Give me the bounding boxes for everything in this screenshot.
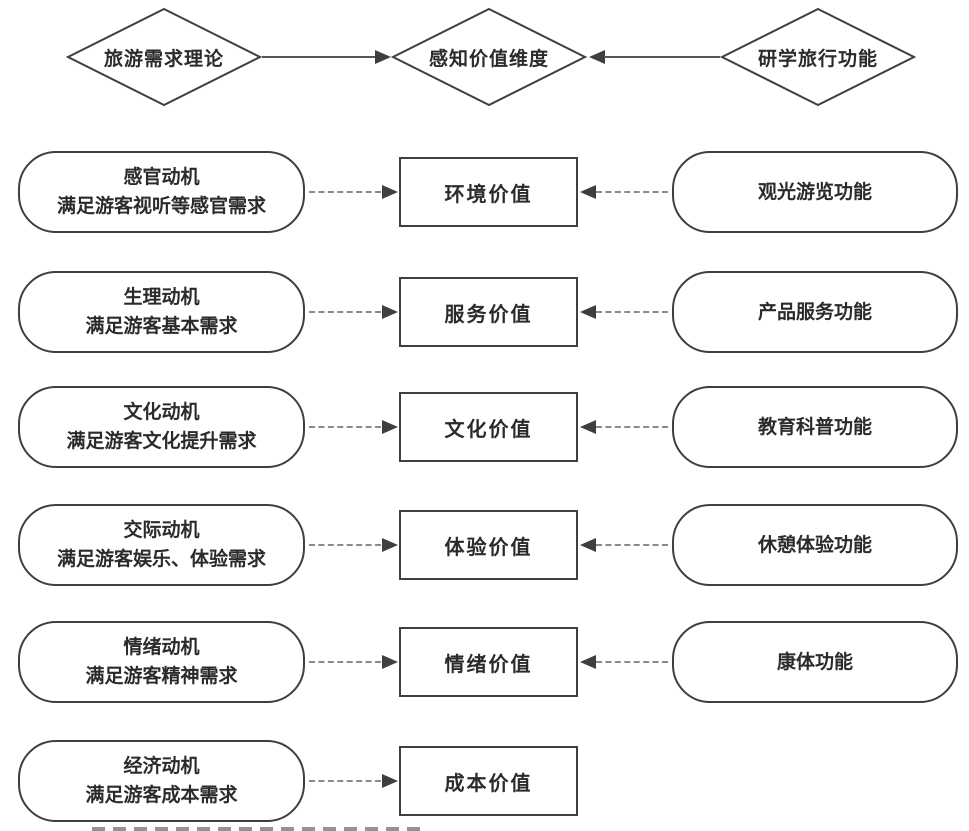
motivation-desc: 满足游客基本需求 bbox=[85, 316, 238, 337]
motivation-title: 生理动机 bbox=[123, 287, 200, 308]
dashed-connector-right-row4 bbox=[596, 544, 668, 546]
connector-right-diamond-line bbox=[604, 56, 720, 58]
motivation-box-social: 交际动机 满足游客娱乐、体验需求 bbox=[18, 504, 305, 586]
arrowhead-left-icon bbox=[580, 185, 596, 199]
arrowhead-right-icon bbox=[382, 655, 398, 669]
function-label: 观光游览功能 bbox=[757, 181, 872, 203]
function-box-education: 教育科普功能 bbox=[672, 386, 958, 468]
function-label: 康体功能 bbox=[776, 651, 853, 673]
dashed-connector-left-row6 bbox=[309, 780, 381, 782]
function-label: 产品服务功能 bbox=[757, 301, 872, 323]
function-box-wellness: 康体功能 bbox=[672, 621, 958, 703]
motivation-box-economic: 经济动机 满足游客成本需求 bbox=[18, 740, 305, 822]
motivation-desc: 满足游客视听等感官需求 bbox=[56, 196, 266, 217]
arrowhead-left-icon bbox=[580, 655, 596, 669]
diamond-shape-icon bbox=[720, 7, 916, 107]
arrowhead-right-icon bbox=[382, 538, 398, 552]
diamond-label: 感知价值维度 bbox=[428, 48, 549, 70]
dashed-connector-left-row5 bbox=[309, 661, 381, 663]
arrowhead-left-icon bbox=[580, 420, 596, 434]
motivation-desc: 满足游客成本需求 bbox=[85, 785, 238, 806]
cutoff-text-artifact bbox=[92, 827, 422, 831]
motivation-desc: 满足游客娱乐、体验需求 bbox=[56, 549, 266, 570]
motivation-box-emotional: 情绪动机 满足游客精神需求 bbox=[18, 621, 305, 703]
motivation-title: 情绪动机 bbox=[123, 637, 200, 658]
value-box-service: 服务价值 bbox=[399, 277, 578, 347]
motivation-box-sensory: 感官动机 满足游客视听等感官需求 bbox=[18, 151, 305, 233]
function-box-sightseeing: 观光游览功能 bbox=[672, 151, 958, 233]
diamond-label: 旅游需求理论 bbox=[103, 48, 224, 70]
arrowhead-right-icon bbox=[375, 50, 391, 64]
dashed-connector-right-row3 bbox=[596, 426, 668, 428]
arrowhead-right-icon bbox=[382, 185, 398, 199]
arrowhead-right-icon bbox=[382, 420, 398, 434]
diamond-perceived-value-dimensions: 感知价值维度 bbox=[391, 7, 587, 107]
diamond-shape-icon bbox=[66, 7, 262, 107]
diamond-shape-icon bbox=[391, 7, 587, 107]
dashed-connector-left-row2 bbox=[309, 311, 381, 313]
motivation-title: 交际动机 bbox=[123, 520, 200, 541]
arrowhead-right-icon bbox=[382, 305, 398, 319]
arrowhead-left-icon bbox=[580, 305, 596, 319]
function-box-rest-experience: 休憩体验功能 bbox=[672, 504, 958, 586]
arrowhead-left-icon bbox=[589, 50, 605, 64]
value-box-emotion: 情绪价值 bbox=[399, 627, 578, 697]
value-box-cost: 成本价值 bbox=[399, 746, 578, 816]
connector-left-diamond-line bbox=[262, 56, 375, 58]
dashed-connector-right-row2 bbox=[596, 311, 668, 313]
dashed-connector-right-row1 bbox=[596, 191, 668, 193]
motivation-desc: 满足游客文化提升需求 bbox=[66, 431, 257, 452]
value-box-experience: 体验价值 bbox=[399, 510, 578, 580]
diamond-study-travel-functions: 研学旅行功能 bbox=[720, 7, 916, 107]
function-label: 教育科普功能 bbox=[757, 416, 872, 438]
dashed-connector-left-row3 bbox=[309, 426, 381, 428]
value-box-culture: 文化价值 bbox=[399, 392, 578, 462]
dashed-connector-left-row1 bbox=[309, 191, 381, 193]
value-box-environment: 环境价值 bbox=[399, 157, 578, 227]
diamond-tourism-demand-theory: 旅游需求理论 bbox=[66, 7, 262, 107]
dashed-connector-left-row4 bbox=[309, 544, 381, 546]
motivation-title: 经济动机 bbox=[123, 756, 200, 777]
arrowhead-left-icon bbox=[580, 538, 596, 552]
motivation-desc: 满足游客精神需求 bbox=[85, 666, 238, 687]
motivation-title: 感官动机 bbox=[123, 167, 200, 188]
diamond-label: 研学旅行功能 bbox=[757, 48, 878, 70]
arrowhead-right-icon bbox=[382, 774, 398, 788]
motivation-title: 文化动机 bbox=[123, 402, 200, 423]
function-box-product-service: 产品服务功能 bbox=[672, 271, 958, 353]
motivation-box-cultural: 文化动机 满足游客文化提升需求 bbox=[18, 386, 305, 468]
motivation-box-physiological: 生理动机 满足游客基本需求 bbox=[18, 271, 305, 353]
function-label: 休憩体验功能 bbox=[757, 534, 872, 556]
dashed-connector-right-row5 bbox=[596, 661, 668, 663]
